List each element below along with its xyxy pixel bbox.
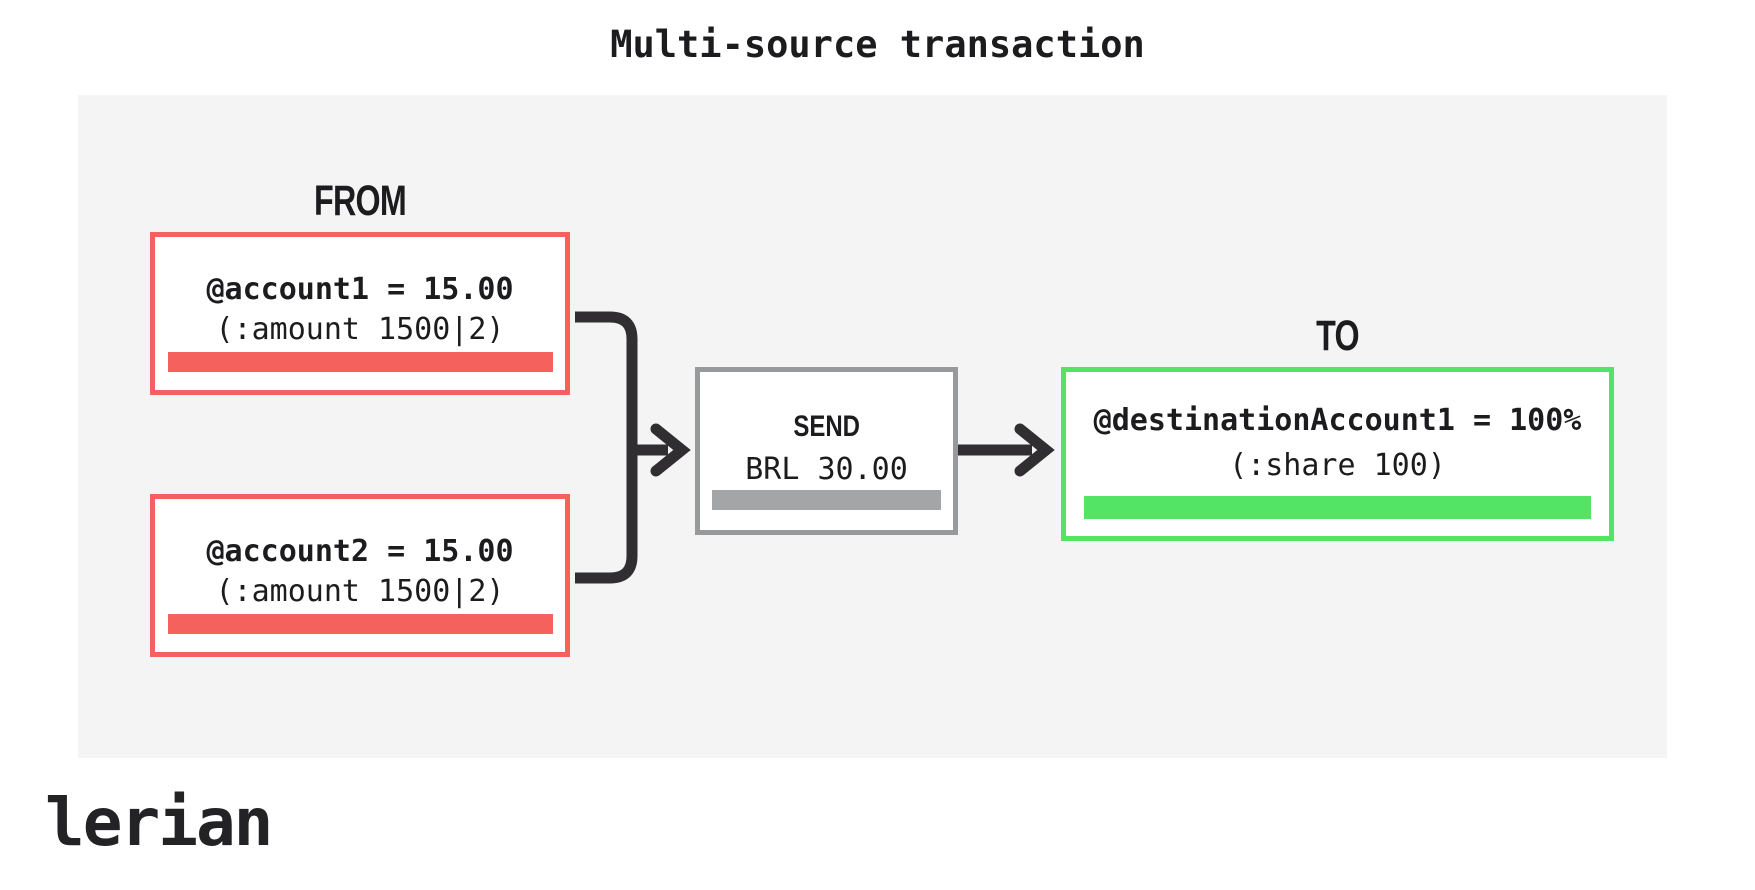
send-to-destination-arrow bbox=[958, 423, 1055, 477]
destination-account-detail: (:share 100) bbox=[1229, 448, 1446, 483]
lerian-logo: lerian bbox=[45, 784, 273, 861]
send-node-label: SEND bbox=[793, 410, 860, 443]
source-account-1-value: @account1 = 15.00 bbox=[206, 272, 514, 307]
source-account-1-accent-bar bbox=[167, 352, 553, 372]
merge-bracket bbox=[575, 311, 668, 584]
source-account-2-value: @account2 = 15.00 bbox=[206, 534, 514, 569]
destination-account-value: @destinationAccount1 = 100% bbox=[1093, 403, 1582, 438]
to-group-label: TO bbox=[1316, 312, 1359, 360]
send-node: SEND BRL 30.00 bbox=[695, 367, 958, 535]
source-account-2-accent-bar bbox=[167, 614, 553, 634]
source-account-1-detail: (:amount 1500|2) bbox=[215, 312, 505, 347]
source-account-1-node: @account1 = 15.00 (:amount 1500|2) bbox=[150, 232, 570, 395]
diagram-panel: FROM TO @account1 = 15.00 (:amount 1500|… bbox=[78, 95, 1667, 758]
merge-arrowhead-icon bbox=[650, 423, 691, 477]
source-account-2-node: @account2 = 15.00 (:amount 1500|2) bbox=[150, 494, 570, 657]
source-account-2-detail: (:amount 1500|2) bbox=[215, 574, 505, 609]
connector-arrows bbox=[575, 311, 1055, 584]
destination-account-accent-bar bbox=[1084, 496, 1591, 519]
destination-account-node: @destinationAccount1 = 100% (:share 100) bbox=[1061, 367, 1614, 541]
from-group-label: FROM bbox=[314, 177, 407, 225]
send-node-accent-bar bbox=[712, 490, 941, 510]
send-node-amount: BRL 30.00 bbox=[745, 452, 908, 487]
diagram-title: Multi-source transaction bbox=[610, 23, 1145, 66]
